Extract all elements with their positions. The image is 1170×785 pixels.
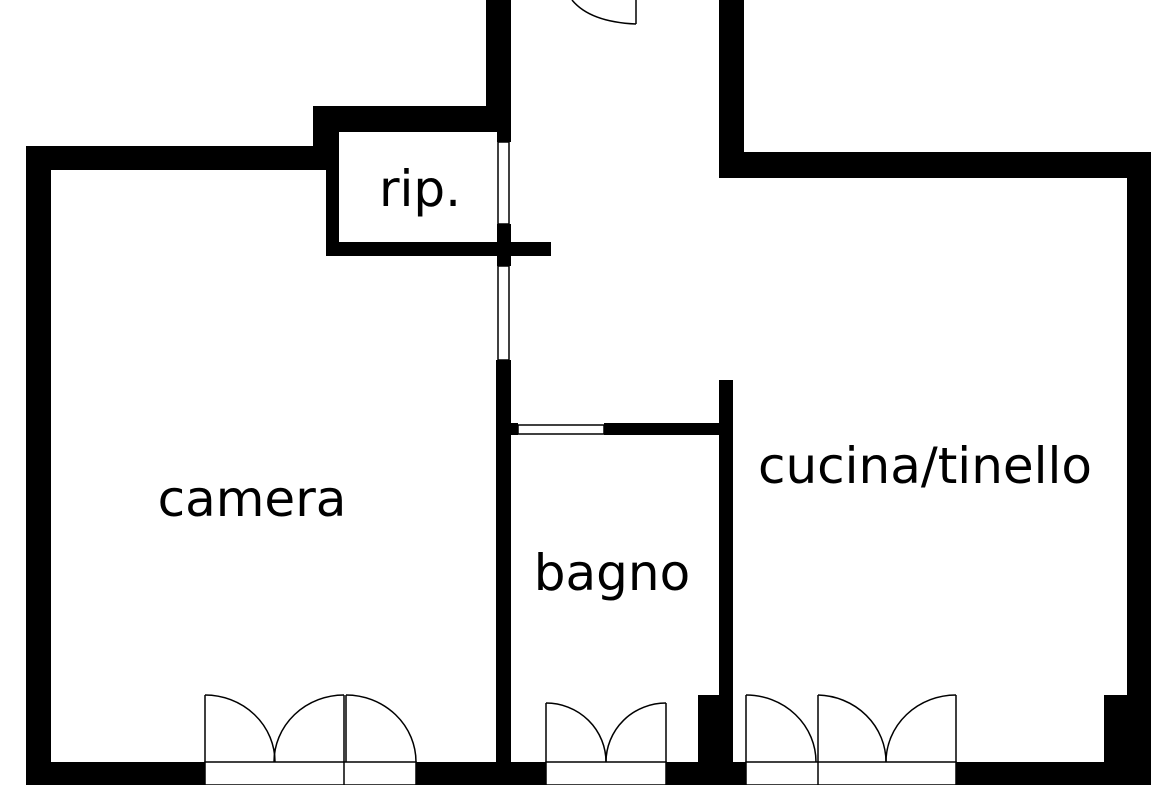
wall-bottom-1: [26, 762, 205, 785]
wall-storage-right-mid: [497, 224, 511, 266]
windows: [204, 694, 957, 785]
wall-bathroom-right: [719, 380, 733, 710]
sliding-door-storage: [497, 141, 510, 225]
wall-storage-top: [313, 106, 511, 132]
window-bedroom: [204, 694, 417, 785]
wall-bottom-2: [416, 762, 546, 785]
sliding-door-bedroom: [497, 265, 510, 361]
wall-corridor-right: [719, 0, 744, 178]
room-label-kitchen: cucina/tinello: [758, 437, 1092, 495]
wall-bedroom-right: [496, 360, 511, 785]
entry-door: [571, 0, 637, 25]
wall-storage-right-top: [497, 132, 511, 142]
window-bathroom: [545, 702, 667, 785]
wall-bottom-4: [956, 762, 1151, 785]
wall-bathroom-top-left: [496, 423, 518, 435]
outer-walls: [26, 0, 1151, 785]
wall-bathroom-top-right: [604, 423, 732, 435]
wall-bedroom-top: [26, 146, 326, 170]
wall-kitchen-top: [719, 152, 1151, 178]
wall-right: [1127, 152, 1151, 785]
wall-storage-inner-left: [326, 132, 339, 256]
wall-corridor-left: [486, 0, 511, 132]
wall-storage-bottom: [326, 242, 551, 256]
room-label-bedroom: camera: [158, 470, 347, 528]
wall-left: [26, 146, 51, 785]
inner-walls: [326, 132, 733, 785]
sliding-doors: [497, 141, 605, 435]
window-kitchen: [745, 694, 957, 785]
room-label-bathroom: bagno: [534, 544, 690, 602]
room-label-storage: rip.: [379, 160, 461, 218]
sliding-door-bathroom: [517, 424, 605, 435]
